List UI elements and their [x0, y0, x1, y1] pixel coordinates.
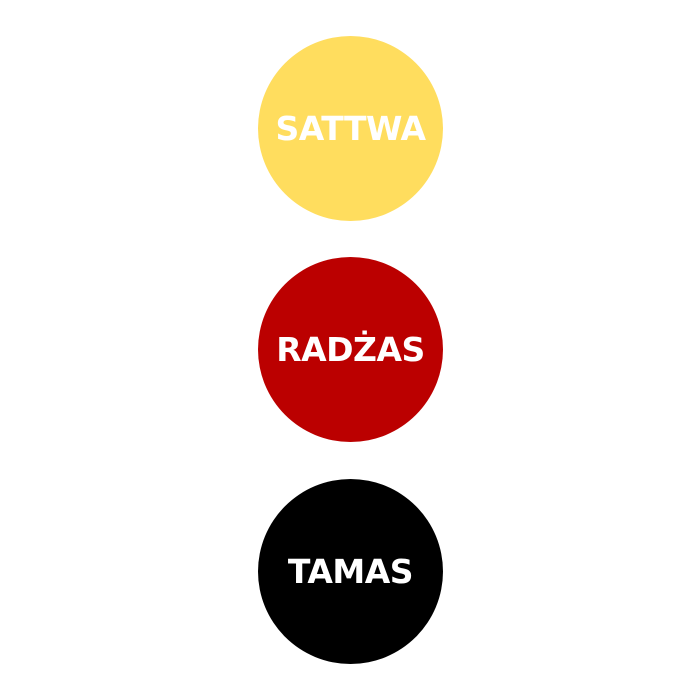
- circle-label-sattwa: SATTWA: [275, 109, 426, 148]
- circle-label-tamas: TAMAS: [287, 552, 414, 591]
- circle-tamas: TAMAS: [258, 479, 443, 664]
- circle-radzas: RADŻAS: [258, 257, 443, 442]
- circle-label-radzas: RADŻAS: [276, 330, 425, 369]
- circle-sattwa: SATTWA: [258, 36, 443, 221]
